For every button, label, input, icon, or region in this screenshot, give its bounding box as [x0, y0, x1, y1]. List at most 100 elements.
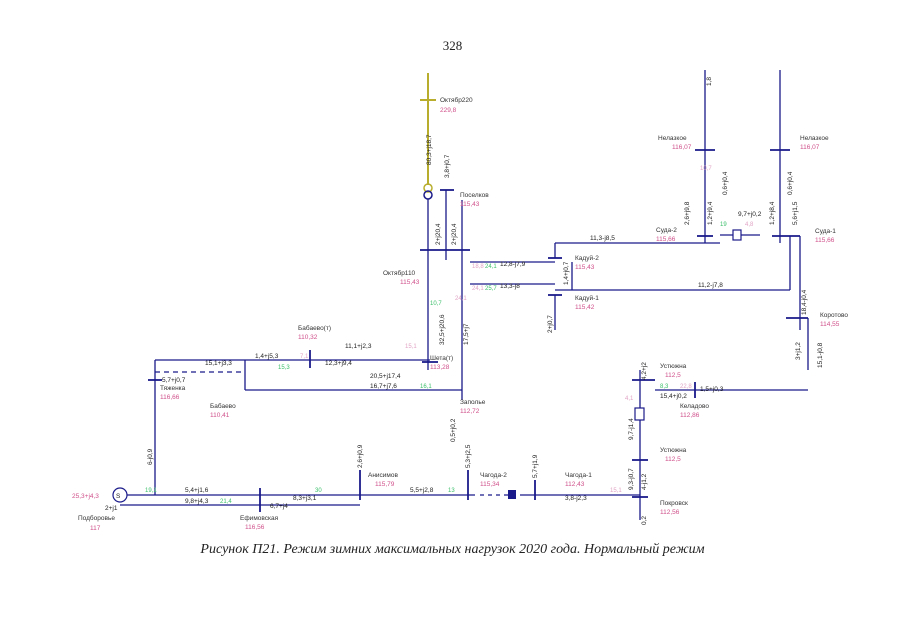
node-voltage-babaevo: 110,41	[210, 412, 230, 419]
mark-green: 8,3	[660, 384, 669, 390]
mark-green: 30	[315, 488, 322, 494]
node-voltage-kelavovo: 112,86	[680, 412, 700, 419]
node-voltage-efimovskaya: 116,56	[245, 524, 265, 531]
flow-label: 5,7+j1,9	[532, 454, 539, 478]
node-name-zapolye: Заполье	[460, 399, 486, 406]
node-voltage-chagoda1: 112,43	[565, 481, 585, 488]
node-voltage-kaduy1: 115,42	[575, 304, 595, 311]
flow-label: 6,7+j4	[270, 503, 288, 510]
breaker-icon	[508, 490, 516, 499]
mark-green: 10,7	[430, 301, 442, 307]
flow-label: 15,4+j0,2	[660, 393, 687, 400]
node-name-posel: Поселков	[460, 192, 489, 199]
flow-label: 0,6+j0,4	[787, 171, 794, 195]
node-name-nelazskoe2: Нелазкое	[800, 135, 829, 142]
switch-icon	[732, 229, 742, 241]
node-name-oktyabr110: Октябр110	[383, 269, 416, 277]
flow-label: 9,7-j1,4	[628, 418, 635, 440]
flow-label: 80,3+j18,7	[426, 134, 433, 165]
flow-label: 25,3+j4,3	[72, 493, 99, 500]
node-voltage-anisimov: 115,79	[375, 481, 395, 488]
node-name-shetat: Шета(т)	[430, 355, 453, 362]
flow-label: 3,8-j2,3	[565, 495, 587, 502]
flow-label: 1,5+j0,3	[700, 386, 724, 393]
flow-label: 15,1+j3,3	[205, 360, 232, 367]
switch-icon	[634, 407, 645, 421]
node-name-pokrovsk: Покровск	[660, 500, 688, 507]
node-voltage-zapolye: 112,72	[460, 408, 480, 415]
node-name-kelavovo: Келадово	[680, 403, 709, 410]
flow-label: 6-j0,9	[147, 448, 154, 465]
generator-icon	[112, 487, 128, 503]
flow-label: 18,4-j0,4	[801, 289, 808, 315]
flow-label: 2+j20,4	[435, 223, 442, 245]
node-name-chagoda2: Чагода-2	[480, 472, 507, 479]
transformer-icon	[423, 183, 433, 193]
mark-green: 24,1	[485, 264, 497, 270]
flow-label: 2+j0,7	[547, 315, 554, 333]
flow-label: 4-j1,2	[641, 473, 648, 490]
generator-symbol: S	[116, 493, 121, 500]
mark-pink: 18,8	[472, 264, 484, 270]
mark-green: 19	[720, 222, 727, 228]
mark-pink: 24,1	[455, 296, 467, 302]
page-number: 328	[442, 38, 463, 53]
flow-label: 9,3-j0,7	[628, 468, 635, 490]
mark-pink: 4,1	[625, 396, 634, 402]
node-voltage-tyaghenka: 116,66	[160, 394, 180, 401]
node-name-korotovo: Коротово	[820, 312, 848, 319]
node-name-babaevo: Бабаево	[210, 402, 236, 410]
flow-label: 1,4+j5,3	[255, 353, 279, 360]
mark-pink: 15,1	[610, 488, 622, 494]
node-voltage-podborovye: 117	[90, 525, 101, 532]
flow-label: 4,8	[745, 222, 754, 228]
flow-label: 9,7+j0,2	[738, 211, 762, 218]
flow-label: 11,1+j2,3	[345, 343, 372, 350]
node-voltage-suda1: 115,66	[815, 237, 835, 244]
node-voltage-ustyezhna1: 112,5	[665, 372, 681, 379]
flow-label: 12,8-j7,9	[500, 261, 526, 268]
mark-pink: 22,8	[680, 384, 692, 390]
figure-caption: Рисунок П21. Режим зимних максимальных н…	[200, 542, 705, 557]
mark-green: 25,7	[485, 286, 497, 292]
flow-label: 2,6+j0,9	[357, 444, 364, 468]
flow-label: 32,5+j20,6	[439, 314, 446, 345]
flow-label: 5,5+j2,8	[410, 487, 434, 494]
node-name-ustyezhna1: Устюжна	[660, 363, 687, 370]
node-name-efimovskaya: Ефимовская	[240, 515, 279, 522]
flow-label: 4,2+j2	[641, 362, 648, 380]
flow-label: 8,3+j3,1	[293, 495, 317, 502]
flow-label: 15,1-j0,8	[817, 342, 824, 368]
mark-green: 19,1	[145, 488, 157, 494]
flow-label: 5,3+j2,5	[465, 444, 472, 468]
flow-label: 12,3+j9,4	[325, 360, 352, 367]
node-voltage-posel: 115,43	[460, 201, 480, 208]
flow-label: 11,3-j8,5	[590, 235, 615, 242]
flow-label: 5,7+j0,7	[162, 377, 186, 384]
node-name-babaevot: Бабаево(т)	[298, 324, 331, 332]
mark-green: 16,1	[420, 384, 432, 390]
node-name-ustyezhna2: Устюжна	[660, 447, 687, 454]
node-name-kaduy2: Кадуй-2	[575, 254, 599, 262]
node-voltage-ustyezhna2: 112,5	[665, 456, 681, 463]
mark-green: 21,4	[220, 499, 232, 505]
node-name-suda1: Суда-1	[815, 228, 836, 235]
flow-label: 20,5+j17,4	[370, 373, 401, 380]
node-name-nelazskoe1: Нелазкое	[658, 135, 687, 142]
node-voltage-nelazskoe1: 116,07	[672, 144, 692, 151]
flow-label: 0,6+j0,4	[722, 171, 729, 195]
node-name-kaduy1: Кадуй-1	[575, 294, 599, 302]
node-voltage-suda2: 115,66	[656, 236, 676, 243]
flow-label: 1,2+j9,4	[707, 201, 714, 225]
flow-label: 5,6+j1,5	[792, 201, 799, 225]
mark-pink: 15,1	[405, 344, 417, 350]
node-voltage-korotovo: 114,55	[820, 321, 840, 328]
node-name-suda2: Суда-2	[656, 227, 677, 234]
node-voltage-chagoda2: 115,34	[480, 481, 500, 488]
mark-green: 15,3	[278, 365, 290, 371]
flow-label: 2+j1	[105, 505, 118, 512]
flow-label: 0,2	[641, 516, 648, 525]
flow-label: 3,8+j0,7	[444, 154, 451, 178]
flow-label: 13,3-j8	[500, 283, 520, 290]
